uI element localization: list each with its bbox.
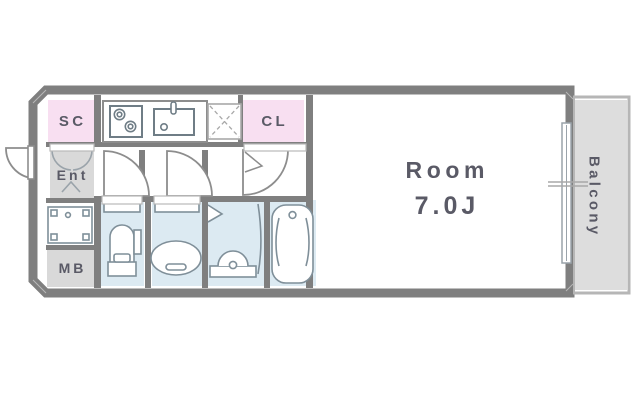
entrance-floor [50,146,94,202]
balcony-floor [573,100,627,290]
stove-icon [109,105,143,138]
closet-door[interactable] [242,149,289,196]
kitchen-sink-icon [153,101,195,136]
toilet-icon [103,202,142,277]
wall-structure [28,85,575,298]
washing-machine-space-icon [207,103,242,140]
interior-door-1[interactable] [103,150,150,197]
shoe-closet-floor [48,100,94,142]
washbasin-icon [150,202,202,276]
shower-area-icon [207,203,262,278]
shoe-closet-door[interactable] [51,149,93,171]
entrance-door[interactable] [5,145,35,180]
sliding-glass-door[interactable] [548,122,588,264]
entrance-step-icon [61,180,81,193]
balcony-structure [565,91,631,295]
storage-square-icon [47,206,93,244]
closet-trim [49,143,307,205]
interior-door-2[interactable] [166,150,213,197]
bathtub-icon [271,204,314,284]
main-room-floor [311,96,565,288]
meter-box-floor [47,249,94,287]
closet-floor [242,100,304,142]
